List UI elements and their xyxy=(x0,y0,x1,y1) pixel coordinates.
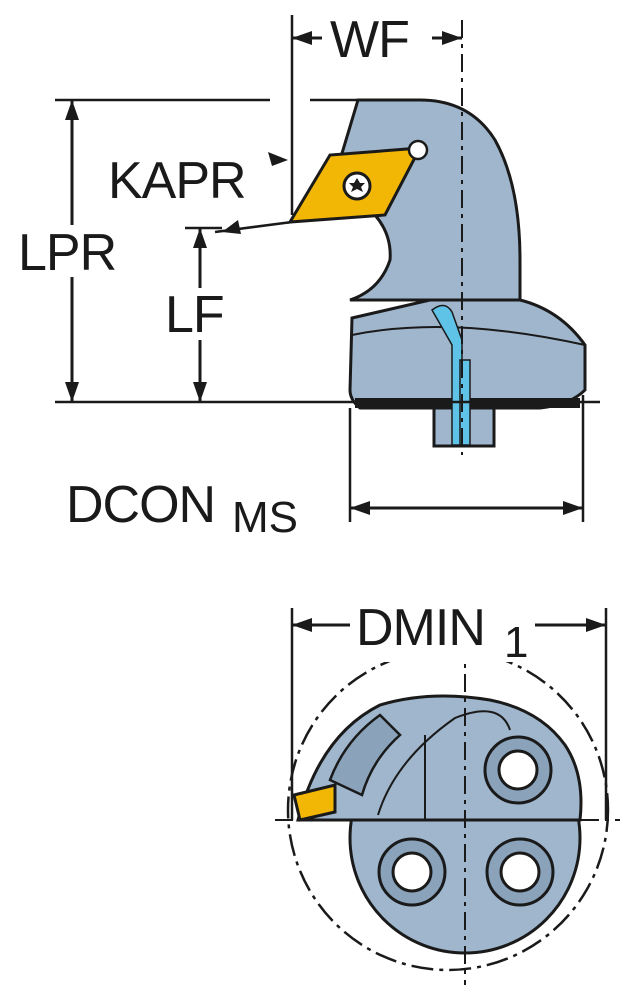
coolant-channel xyxy=(431,304,463,446)
dcon-subscript: MS xyxy=(232,493,298,542)
torx-screw-star xyxy=(349,178,365,192)
end-view-insert xyxy=(292,783,337,822)
insert-pin xyxy=(407,139,429,161)
lpr-arrow-bottom xyxy=(65,382,79,402)
wf-arrow-left xyxy=(292,31,312,45)
lpr-label: LPR xyxy=(18,224,116,282)
dcon-arrow-right xyxy=(563,501,583,515)
lf-label: LF xyxy=(165,286,224,344)
lpr-arrow-top xyxy=(65,100,79,120)
bolt-hole-bottom-left xyxy=(377,837,447,907)
dcon-label: DCON xyxy=(66,476,215,534)
bolt-hole-bottom-right xyxy=(485,837,555,907)
kapr-label: KAPR xyxy=(108,152,246,210)
side-view: WF LPR KAPR LF DCON MS xyxy=(15,11,600,542)
wf-arrow-right xyxy=(442,31,462,45)
lf-arrow-top xyxy=(193,228,207,248)
end-view: DMIN 1 xyxy=(275,599,620,985)
end-view-head-facet xyxy=(328,713,402,797)
dmin-subscript: 1 xyxy=(504,618,528,667)
dmin-arrow-right xyxy=(586,618,606,632)
kapr-arrow-upper xyxy=(268,152,288,166)
lf-arrow-bottom xyxy=(193,382,207,402)
dmin-arrow-left xyxy=(292,618,312,632)
wf-label: WF xyxy=(330,11,409,69)
bolt-hole-top-right xyxy=(483,735,553,805)
dmin-label: DMIN xyxy=(356,599,485,657)
kapr-ref-line xyxy=(214,220,293,234)
coupling-groove xyxy=(351,326,586,346)
dcon-arrow-left xyxy=(350,501,370,515)
end-view-head-groove xyxy=(377,710,511,816)
